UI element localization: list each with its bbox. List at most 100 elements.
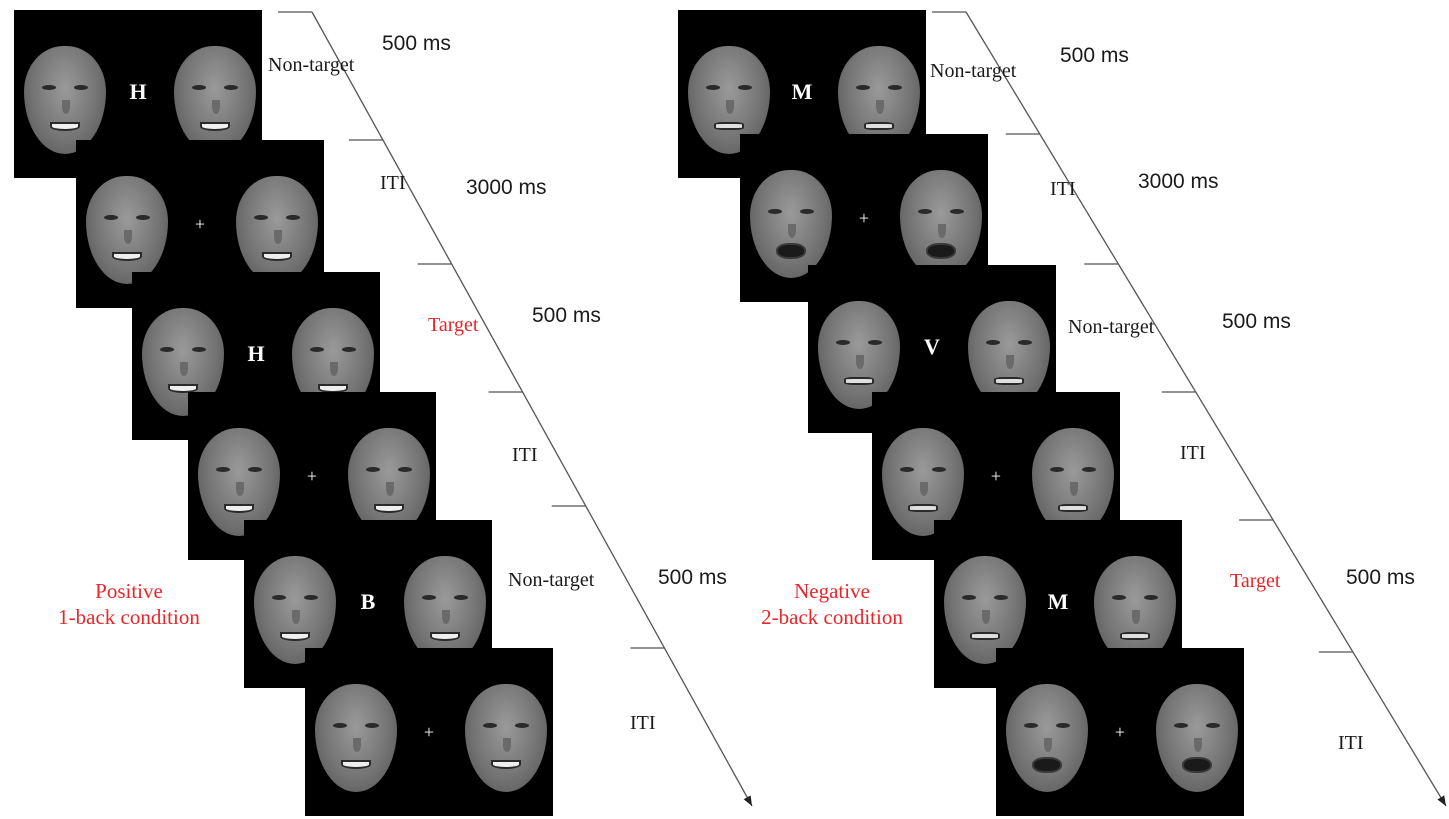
face-eye (397, 466, 412, 472)
face-eye (422, 594, 437, 600)
face-nose (291, 610, 300, 624)
face-nose (441, 610, 450, 624)
face-eye (962, 594, 977, 600)
face-eye (341, 346, 356, 352)
face-eye (310, 346, 325, 352)
face-mouth (864, 121, 894, 130)
face-eye (836, 339, 851, 345)
timeline-arrow-line (311, 11, 753, 807)
face-mouth (341, 759, 371, 769)
face-nose (937, 224, 946, 238)
face-eye (1050, 466, 1065, 472)
face-eye (1055, 722, 1070, 728)
face-eye (799, 208, 814, 214)
face-nose (123, 230, 132, 244)
face-nose (352, 738, 361, 752)
trial-type-label: Non-target (930, 60, 1017, 82)
letter-stimulus: M (1047, 589, 1069, 614)
face-nose (61, 100, 70, 114)
face-image (86, 176, 168, 284)
letter-stimulus: B (360, 589, 376, 614)
duration-label: 500 ms (1222, 310, 1291, 333)
face-mouth (908, 503, 938, 512)
face-mouth (224, 503, 254, 513)
face-nose (385, 482, 394, 496)
duration-label: 500 ms (532, 304, 601, 327)
face-eye (986, 339, 1001, 345)
condition-valence: Positive (95, 579, 163, 603)
face-nose (1069, 482, 1078, 496)
face-eye (135, 214, 150, 220)
face-mouth (374, 503, 404, 513)
face-eye (706, 84, 721, 90)
face-eye (285, 214, 300, 220)
trial-type-label: ITI (1050, 178, 1076, 200)
trial-type-label: Target (1230, 570, 1281, 592)
condition-task: 1-back condition (58, 605, 200, 629)
face-nose (1131, 610, 1140, 624)
timeline-arrow-line (965, 11, 1447, 807)
face-eye (364, 722, 379, 728)
face-mouth (491, 759, 521, 769)
face-nose (329, 362, 338, 376)
duration-label: 3000 ms (466, 176, 547, 199)
duration-label: 500 ms (658, 566, 727, 589)
fixation-cross: + (423, 722, 435, 742)
face-nose (981, 610, 990, 624)
condition-task: 2-back condition (761, 605, 903, 629)
trial-type-label: ITI (380, 172, 406, 194)
face-image (1032, 428, 1114, 536)
letter-stimulus: M (791, 79, 813, 104)
face-eye (191, 346, 206, 352)
trial-type-label: ITI (1338, 732, 1364, 754)
face-eye (254, 214, 269, 220)
face-nose (273, 230, 282, 244)
face-eye (856, 84, 871, 90)
fixation-cross: + (1114, 722, 1126, 742)
face-image (1156, 684, 1238, 792)
face-mouth (168, 383, 198, 393)
condition-valence: Negative (794, 579, 870, 603)
trial-type-label: ITI (512, 444, 538, 466)
duration-label: 500 ms (1060, 44, 1129, 67)
trial-type-label: ITI (1180, 442, 1206, 464)
trial-type-label: ITI (630, 712, 656, 734)
face-eye (918, 208, 933, 214)
face-image (900, 170, 982, 278)
face-image (750, 170, 832, 278)
face-image (968, 301, 1050, 409)
face-image (1006, 684, 1088, 792)
duration-label: 3000 ms (1138, 170, 1219, 193)
face-eye (1143, 594, 1158, 600)
face-nose (855, 355, 864, 369)
face-image (198, 428, 280, 536)
face-nose (919, 482, 928, 496)
face-image (882, 428, 964, 536)
face-mouth (994, 376, 1024, 385)
face-eye (737, 84, 752, 90)
face-mouth (1032, 757, 1062, 774)
letter-stimulus: V (924, 334, 940, 359)
face-eye (1112, 594, 1127, 600)
face-mouth (844, 376, 874, 385)
face-eye (216, 466, 231, 472)
face-nose (235, 482, 244, 496)
timeline-arrowhead (743, 795, 752, 806)
face-image (1094, 556, 1176, 664)
face-mouth (926, 243, 956, 260)
fixation-cross: + (194, 214, 206, 234)
face-mouth (50, 121, 80, 131)
face-eye (1017, 339, 1032, 345)
face-eye (192, 84, 207, 90)
face-mouth (112, 251, 142, 261)
face-eye (768, 208, 783, 214)
face-eye (931, 466, 946, 472)
face-eye (42, 84, 57, 90)
face-image (174, 46, 256, 154)
face-eye (514, 722, 529, 728)
face-mouth (318, 383, 348, 393)
face-mouth (280, 631, 310, 641)
face-eye (333, 722, 348, 728)
face-eye (303, 594, 318, 600)
face-eye (160, 346, 175, 352)
